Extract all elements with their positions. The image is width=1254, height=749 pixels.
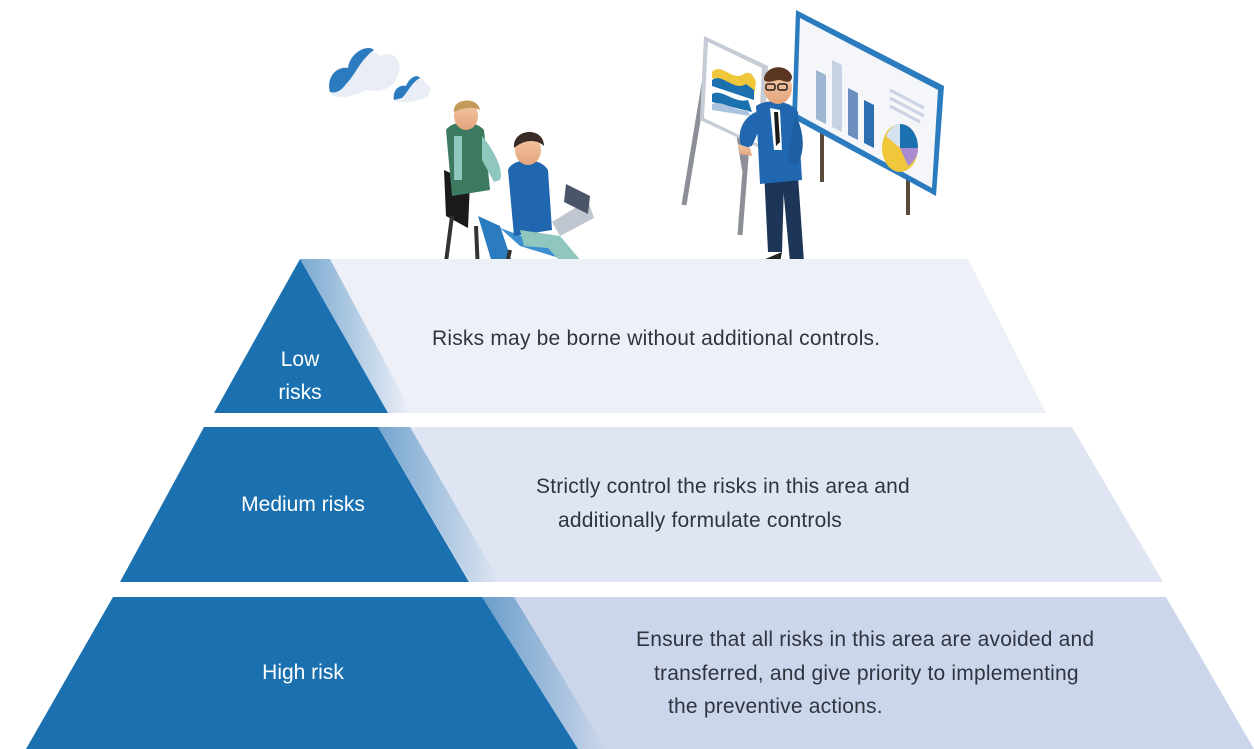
band-high xyxy=(482,597,1254,749)
tier-description-medium: Strictly control the risks in this area … xyxy=(536,470,910,537)
tier-label-high: High risk xyxy=(262,661,344,684)
band-medium xyxy=(378,427,1163,582)
small-cloud-icon xyxy=(393,76,431,103)
pyramid-edge-shade xyxy=(300,259,606,749)
description-line: Risks may be borne without additional co… xyxy=(432,327,881,350)
tier-label-low-line1: Low xyxy=(280,348,320,371)
pie-chart-icon xyxy=(882,124,918,172)
pyramid-blue-tiers xyxy=(26,259,578,749)
tier-label-low-line2: risks xyxy=(278,380,322,404)
description-line: Ensure that all risks in this area are a… xyxy=(636,628,1095,651)
band-low xyxy=(300,259,1046,413)
description-line: the preventive actions. xyxy=(668,695,883,719)
description-line: additionally formulate controls xyxy=(558,508,843,532)
bar-chart-board-icon xyxy=(792,10,944,499)
tier-high xyxy=(26,597,578,749)
tier-label-medium: Medium risks xyxy=(241,493,365,516)
meeting-illustration xyxy=(329,10,944,499)
description-line: transferred, and give priority to implem… xyxy=(654,661,1079,685)
description-line: Strictly control the risks in this area … xyxy=(536,475,910,498)
pyramid-bands xyxy=(300,259,1254,749)
tier-description-high: Ensure that all risks in this area are a… xyxy=(636,623,1094,724)
tier-description-low: Risks may be borne without additional co… xyxy=(432,322,880,356)
tier-label-low: Low risks xyxy=(250,344,350,409)
cloud-icon xyxy=(329,48,400,98)
tier-medium xyxy=(120,427,469,582)
tier-low xyxy=(214,259,388,413)
